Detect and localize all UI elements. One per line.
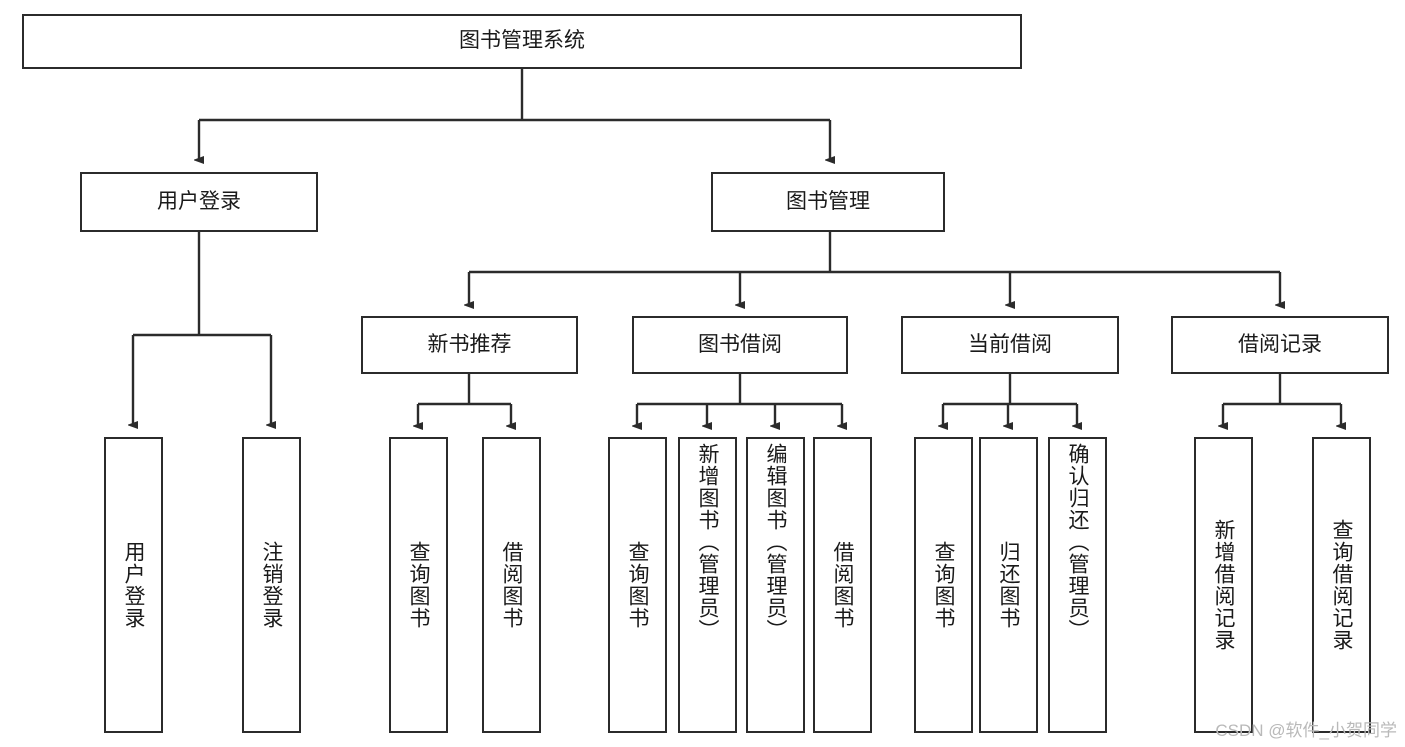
node-label: 当前借阅 xyxy=(968,332,1052,356)
node-current-borrowing[interactable]: 当前借阅 xyxy=(901,316,1119,374)
node-user-login[interactable]: 用户登录 xyxy=(80,172,318,232)
leaf-new-book-query-books[interactable]: 查询图书 xyxy=(389,437,448,733)
leaf-borrow-edit-book-admin[interactable]: 编辑图书（管理员） xyxy=(746,437,805,733)
node-label: 图书借阅 xyxy=(698,332,782,356)
leaf-record-query-borrow-record[interactable]: 查询借阅记录 xyxy=(1312,437,1371,733)
node-label: 用户登录 xyxy=(157,189,241,213)
node-label: 新书推荐 xyxy=(427,332,512,356)
node-label: 查询图书 xyxy=(626,541,649,629)
leaf-user-login-logout[interactable]: 注销登录 xyxy=(242,437,301,733)
node-label: 归还图书 xyxy=(997,541,1020,629)
node-label: 借阅图书 xyxy=(831,541,854,629)
edges xyxy=(133,69,1341,426)
node-label: 编辑图书（管理员） xyxy=(764,443,787,641)
node-label: 查询图书 xyxy=(407,541,430,629)
leaf-user-login-login[interactable]: 用户登录 xyxy=(104,437,163,733)
node-new-book-recommendation[interactable]: 新书推荐 xyxy=(361,316,578,374)
node-label: 新增借阅记录 xyxy=(1212,519,1235,651)
leaf-new-book-borrow-books[interactable]: 借阅图书 xyxy=(482,437,541,733)
node-borrowing-record[interactable]: 借阅记录 xyxy=(1171,316,1389,374)
leaf-borrow-query-books[interactable]: 查询图书 xyxy=(608,437,667,733)
leaf-current-return-books[interactable]: 归还图书 xyxy=(979,437,1038,733)
leaf-current-query-books[interactable]: 查询图书 xyxy=(914,437,973,733)
node-label: 确认归还（管理员） xyxy=(1066,443,1089,641)
node-label: 用户登录 xyxy=(122,541,145,629)
leaf-current-confirm-return-admin[interactable]: 确认归还（管理员） xyxy=(1048,437,1107,733)
node-label: 注销登录 xyxy=(260,541,283,629)
node-root-book-management-system[interactable]: 图书管理系统 xyxy=(22,14,1022,69)
leaf-record-add-borrow-record[interactable]: 新增借阅记录 xyxy=(1194,437,1253,733)
node-label: 借阅记录 xyxy=(1238,332,1322,356)
node-label: 借阅图书 xyxy=(500,541,523,629)
node-label: 查询图书 xyxy=(932,541,955,629)
node-book-borrowing[interactable]: 图书借阅 xyxy=(632,316,848,374)
node-label: 查询借阅记录 xyxy=(1330,519,1353,651)
leaf-borrow-borrow-books[interactable]: 借阅图书 xyxy=(813,437,872,733)
node-label: 图书管理系统 xyxy=(459,29,585,53)
leaf-borrow-add-book-admin[interactable]: 新增图书（管理员） xyxy=(678,437,737,733)
node-label: 新增图书（管理员） xyxy=(696,443,719,641)
node-book-management[interactable]: 图书管理 xyxy=(711,172,945,232)
node-label: 图书管理 xyxy=(786,189,870,213)
